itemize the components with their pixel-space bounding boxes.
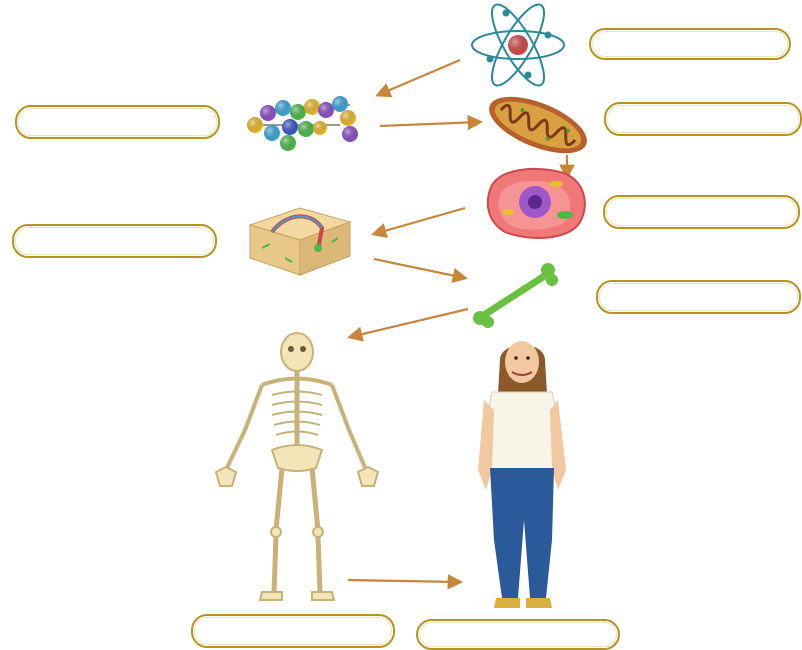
arrow-atom-to-molecule — [378, 60, 460, 95]
molecule-icon — [247, 96, 358, 151]
arrow-organ-system-to-organism — [348, 580, 460, 582]
person-icon — [478, 341, 566, 608]
atom-icon — [472, 0, 564, 92]
arrow-organ-to-organ-system — [350, 309, 468, 337]
skeleton-icon — [216, 333, 378, 600]
cell-icon — [488, 169, 585, 238]
tissue-icon — [250, 208, 350, 275]
arrow-cell-to-tissue — [374, 208, 465, 234]
arrow-tissue-to-organ — [374, 259, 465, 278]
arrow-molecule-to-organelle — [380, 122, 480, 126]
mitochondrion-icon — [482, 85, 595, 165]
bone-icon — [473, 263, 558, 328]
